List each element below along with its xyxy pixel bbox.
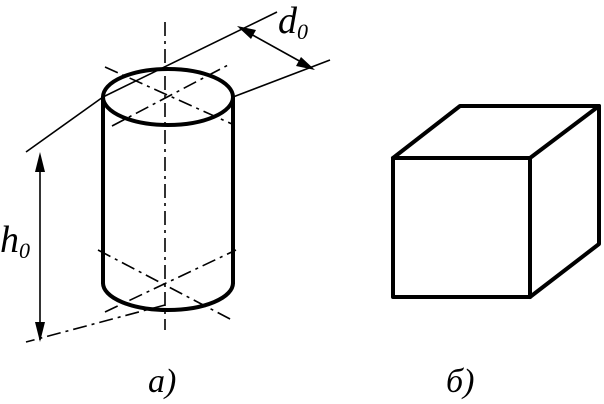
cube-front-face [391, 156, 532, 299]
cube-right-face [528, 104, 601, 299]
height-subscript: 0 [19, 238, 30, 263]
diameter-label: d0 [278, 0, 308, 44]
diameter-subscript: 0 [297, 19, 308, 44]
height-extension-line-bottom [25, 304, 166, 343]
diameter-arrowhead-bottom [296, 57, 315, 70]
height-symbol: h [0, 219, 19, 261]
panel-b-cube: б) [391, 104, 601, 400]
bottom-cross-axis-1 [97, 249, 233, 321]
diameter-symbol: d [278, 0, 298, 42]
panel-a-caption: а) [148, 363, 176, 400]
diameter-arrowhead-top [237, 26, 256, 39]
bottom-cross-axis-2 [104, 249, 237, 313]
diameter-extension-line-2 [232, 59, 331, 98]
height-arrowhead-bottom [35, 322, 45, 342]
top-cross-axis-1 [104, 66, 233, 125]
height-arrowhead-top [35, 152, 45, 172]
diameter-extension-line-1 [102, 11, 278, 98]
panel-b-caption: б) [446, 363, 474, 400]
panel-a-cylinder: d0 h0 а) [0, 0, 331, 400]
height-extension-line-top [25, 96, 104, 153]
cylinder-bottom-arc [101, 281, 235, 312]
cube-top-face [391, 104, 601, 160]
height-label: h0 [0, 219, 30, 263]
